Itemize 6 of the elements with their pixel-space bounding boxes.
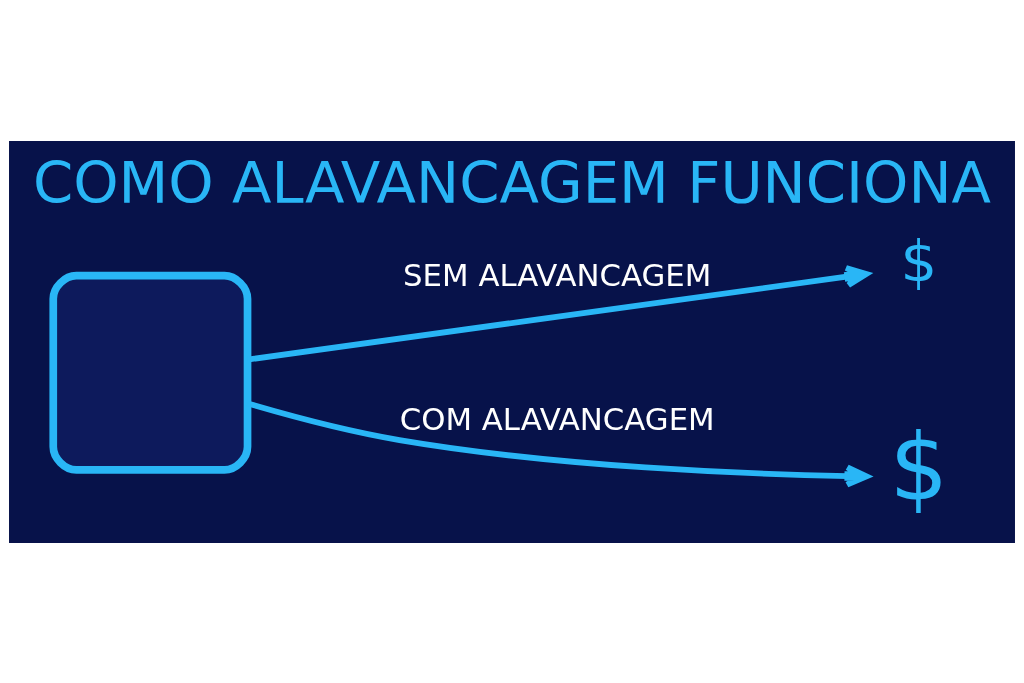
edge-label: SEM ALAVANCAGEM (403, 256, 712, 293)
edge-label: COM ALAVANCAGEM (399, 400, 715, 437)
node-text: $ (900, 226, 938, 295)
node-box (49, 271, 252, 474)
node-text: $ (889, 413, 949, 522)
diagram-title: COMO ALAVANCAGEM FUNCIONA (32, 148, 992, 217)
